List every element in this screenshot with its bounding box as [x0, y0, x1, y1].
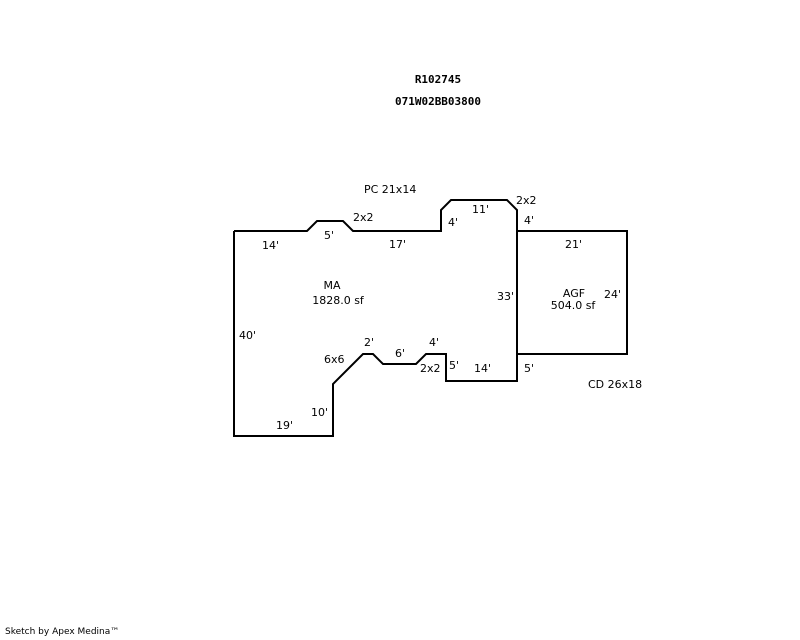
dim-agf-right: 24': [604, 288, 621, 301]
sketch-credit: Sketch by Apex Medina™: [5, 627, 120, 637]
ma-area: 1828.0 sf: [312, 294, 365, 307]
dim-ma-shared-wall: 33': [497, 290, 514, 303]
dim-ma-bottom-left: 19': [276, 419, 293, 432]
dim-ma-top-bump: 5': [324, 229, 334, 242]
cd-label: CD 26x18: [588, 378, 642, 391]
dim-ma-top-right: 11': [472, 203, 489, 216]
dim-ma-bottom-right: 14': [474, 362, 491, 375]
dim-ma-top-mid: 17': [389, 238, 406, 251]
dim-ma-notch-top: 4': [429, 336, 439, 349]
dim-ma-top-right-corner: 2x2: [516, 194, 537, 207]
account-number: R102745: [415, 73, 461, 86]
agf-outline: [517, 230, 628, 355]
dim-ma-notch-corner: 2x2: [420, 362, 441, 375]
dim-ma-top-left: 14': [262, 239, 279, 252]
dim-agf-left-top: 4': [524, 214, 534, 227]
agf-area: 504.0 sf: [551, 299, 597, 312]
dim-ma-bottom-left-step: 10': [311, 406, 328, 419]
dim-ma-bottom-mid: 6': [395, 347, 405, 360]
ma-outline: [233, 199, 518, 437]
dim-ma-bottom-short: 2': [364, 336, 374, 349]
pc-label: PC 21x14: [364, 183, 416, 196]
dim-ma-top-bump-corner: 2x2: [353, 211, 374, 224]
map-lot-number: 071W02BB03800: [395, 95, 481, 108]
agf-label: AGF: [563, 287, 585, 300]
dim-ma-bottom-diag: 6x6: [324, 353, 345, 366]
dim-agf-top: 21': [565, 238, 582, 251]
dim-ma-left: 40': [239, 329, 256, 342]
dim-ma-notch-right: 5': [449, 359, 459, 372]
dim-agf-left-bottom: 5': [524, 362, 534, 375]
dim-ma-step-up: 4': [448, 216, 458, 229]
ma-label: MA: [323, 279, 340, 292]
